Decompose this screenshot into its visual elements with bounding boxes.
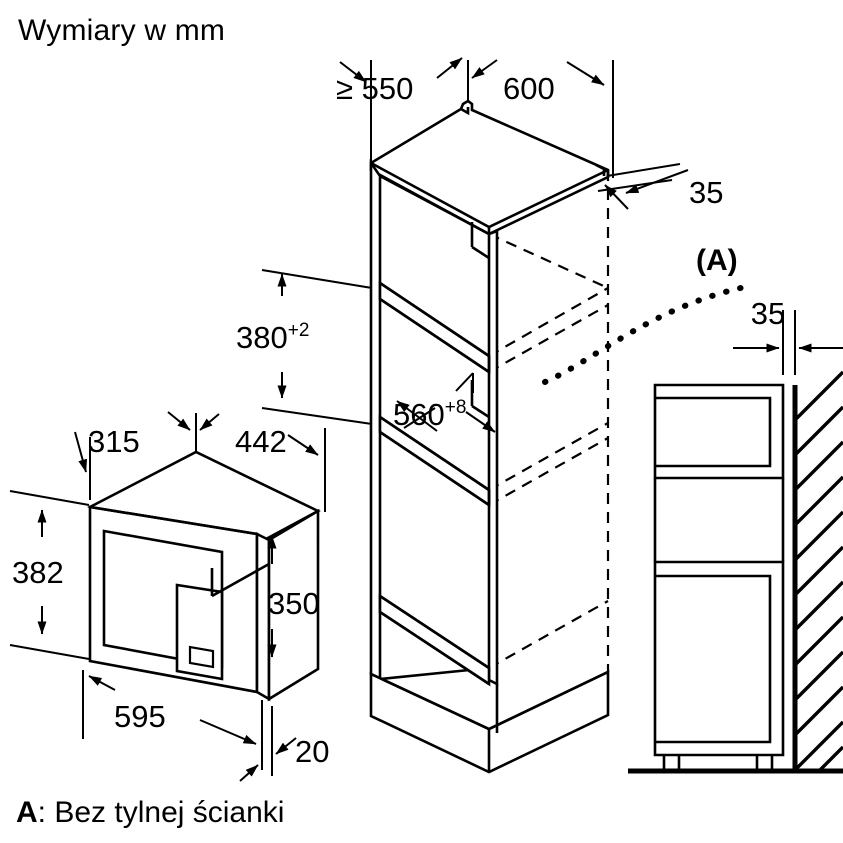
dim-label-380-sup: +2 [288, 320, 310, 341]
footnote-marker: A [16, 796, 38, 829]
callout-label: (A) [696, 244, 738, 277]
ext-line-382-top [9, 490, 90, 506]
dim-label-35-side: 35 [751, 296, 785, 331]
appliance-display [188, 645, 215, 669]
arrow-35-top-left [625, 169, 689, 194]
dim-label-35-top: 35 [689, 175, 723, 210]
svg-text:560+8: 560+8 [393, 397, 466, 432]
ext-line-560-right-a [455, 372, 474, 392]
dim-label-595: 595 [114, 699, 166, 734]
ext-line-380-bottom [261, 407, 373, 425]
side-lower-inner [655, 574, 772, 744]
dim-label-560-sup: +8 [445, 397, 467, 418]
arrow-315-left [74, 431, 88, 473]
arrow-550-left [339, 61, 367, 83]
cabinet-top-dimensions [339, 57, 614, 178]
side-lower-box [653, 560, 785, 757]
footnote: A: Bez tylnej ścianki [16, 796, 284, 829]
arrow-560-right [465, 411, 496, 433]
arrow-560-left [396, 400, 438, 432]
arrow-35-top-up [604, 184, 629, 210]
svg-text:380+2: 380+2 [236, 320, 309, 355]
appliance-body-seam2 [211, 562, 270, 598]
lead-560-left [403, 407, 436, 429]
dim-label-20: 20 [295, 734, 329, 769]
arrow-315-inner [167, 411, 191, 431]
cabinet-plinth [369, 669, 610, 774]
arrow-600-right [566, 61, 605, 86]
arrow-442-right [287, 434, 319, 456]
svg-text:A: Bez tylnej ścianki: A: Bez tylnej ścianki [16, 796, 284, 829]
cabinet-shelf-middle [378, 380, 491, 508]
cabinet-view [369, 99, 610, 774]
dim-label-600: 600 [503, 71, 555, 106]
page-title: Wymiary w mm [18, 14, 225, 47]
ext-line-382-bottom [9, 644, 90, 660]
dim-label-442: 442 [235, 424, 287, 459]
arrow-20-left [239, 764, 259, 782]
cabinet-offset-dimension [597, 163, 689, 210]
arrow-595-left [88, 675, 116, 691]
ext-line-35-top-a [606, 163, 681, 177]
callout-a: (A) [542, 244, 748, 385]
dim-label-550: ≥ 550 [336, 71, 413, 106]
cabinet-front-post [487, 229, 499, 687]
niche-width-label: 560+8 [393, 397, 466, 432]
cabinet-shelf-upper [378, 222, 491, 375]
arrow-595-right [199, 719, 257, 745]
dim-label-380: 380 [236, 320, 288, 355]
ext-line-380-top [261, 269, 373, 289]
appliance-view [87, 450, 321, 702]
cabinet-top-dimension-labels: ≥ 550 600 [336, 71, 555, 106]
dim-label-350: 350 [268, 586, 320, 621]
arrow-442-left [199, 413, 220, 431]
dim-label-560: 560 [393, 397, 445, 432]
side-offset-dimension [733, 310, 843, 375]
footnote-text: Bez tylnej ścianki [46, 796, 284, 829]
side-upper-inner [655, 396, 772, 468]
niche-width-dimension [396, 372, 496, 433]
appliance-frame-top-edge [89, 505, 258, 536]
niche-height-label: 380+2 [236, 320, 309, 355]
arrow-20-right [275, 737, 297, 755]
cabinet-hidden-lines [488, 170, 610, 672]
dim-label-315: 315 [88, 424, 140, 459]
arrow-550-right [471, 59, 498, 79]
cabinet-bottom-panel [378, 593, 491, 687]
arrow-550-inner [436, 57, 463, 79]
side-wall-hatching [793, 370, 843, 773]
side-view [628, 383, 843, 774]
appliance-dimension-labels: 315 442 382 350 595 20 [12, 424, 329, 769]
dim-label-382: 382 [12, 555, 64, 590]
niche-height-dimension [261, 269, 373, 425]
footnote-separator: : [38, 796, 46, 829]
appliance-dimensions [9, 411, 326, 782]
callout-dotted-leader [542, 284, 748, 385]
